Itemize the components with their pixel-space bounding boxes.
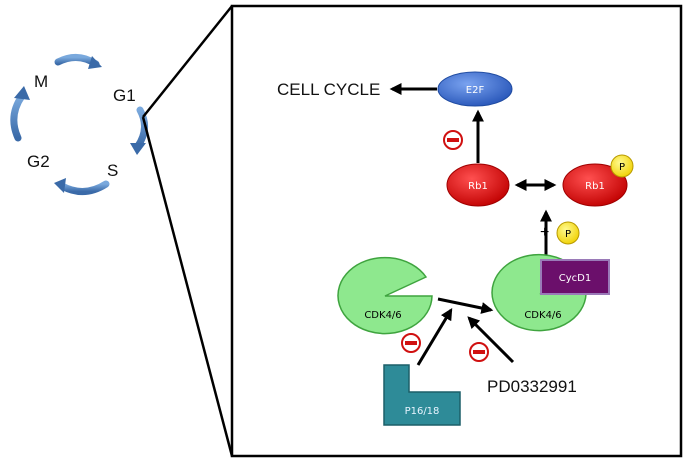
- cycle-arrow-head-s-g2: [54, 178, 66, 193]
- inhibition-icon-drug: [469, 342, 489, 362]
- cycle-arrow-g1-to-s: [134, 106, 148, 150]
- cycd1-label: CycD1: [559, 273, 591, 284]
- phase-s: S: [107, 161, 118, 180]
- inhibition-icon-rb1-e2f: [443, 130, 463, 150]
- arrow-cdk-binding: [437, 297, 494, 314]
- pathway: CELL CYCLE E2F Rb1 Rb1 P + P CDK4/6: [277, 71, 634, 426]
- zoom-line-top: [142, 5, 233, 118]
- rb1-phospho-node: [562, 163, 628, 207]
- cycle-arrow-g2-to-m: [10, 92, 26, 142]
- zoom-line-bottom: [141, 116, 234, 457]
- cdk46-free-node: [337, 256, 433, 335]
- drug-label: PD0332991: [487, 377, 577, 396]
- phosphate-badge-label: P: [619, 162, 625, 173]
- rb1-phospho-label: Rb1: [585, 181, 605, 192]
- p16-18-label: P16/18: [405, 406, 440, 417]
- phase-m: M: [34, 72, 48, 91]
- detail-panel: [230, 4, 683, 458]
- cdk46-free-label: CDK4/6: [364, 310, 401, 321]
- cell-cycle-label: CELL CYCLE: [277, 80, 380, 99]
- e2f-label: E2F: [466, 85, 485, 96]
- cdk46-bound-label: CDK4/6: [524, 310, 561, 321]
- phosphate-badge: [610, 154, 634, 178]
- cycle-arrow-s-to-g2: [58, 180, 110, 195]
- cell-cycle-ring: M G1 S G2: [10, 54, 148, 195]
- free-phosphate-label: P: [565, 229, 571, 240]
- phase-g1: G1: [113, 86, 136, 105]
- cycle-arrow-head-g1-s: [130, 143, 146, 155]
- arrow-drug-inhibits: [467, 316, 515, 364]
- rb1-node: [446, 163, 510, 207]
- phospho-add-sign: +: [540, 224, 549, 241]
- arrow-p16-inhibits: [416, 307, 453, 366]
- inhibition-icon-p16: [401, 333, 421, 353]
- e2f-node: [437, 71, 513, 107]
- rb1-label: Rb1: [468, 181, 488, 192]
- phase-g2: G2: [27, 152, 50, 171]
- p16-18-node: [383, 364, 461, 426]
- cycle-arrow-head-m-g1: [88, 56, 102, 69]
- free-phosphate: [556, 221, 580, 245]
- cycle-arrow-head-g2-m: [14, 86, 30, 100]
- cycd1-node: [540, 259, 610, 295]
